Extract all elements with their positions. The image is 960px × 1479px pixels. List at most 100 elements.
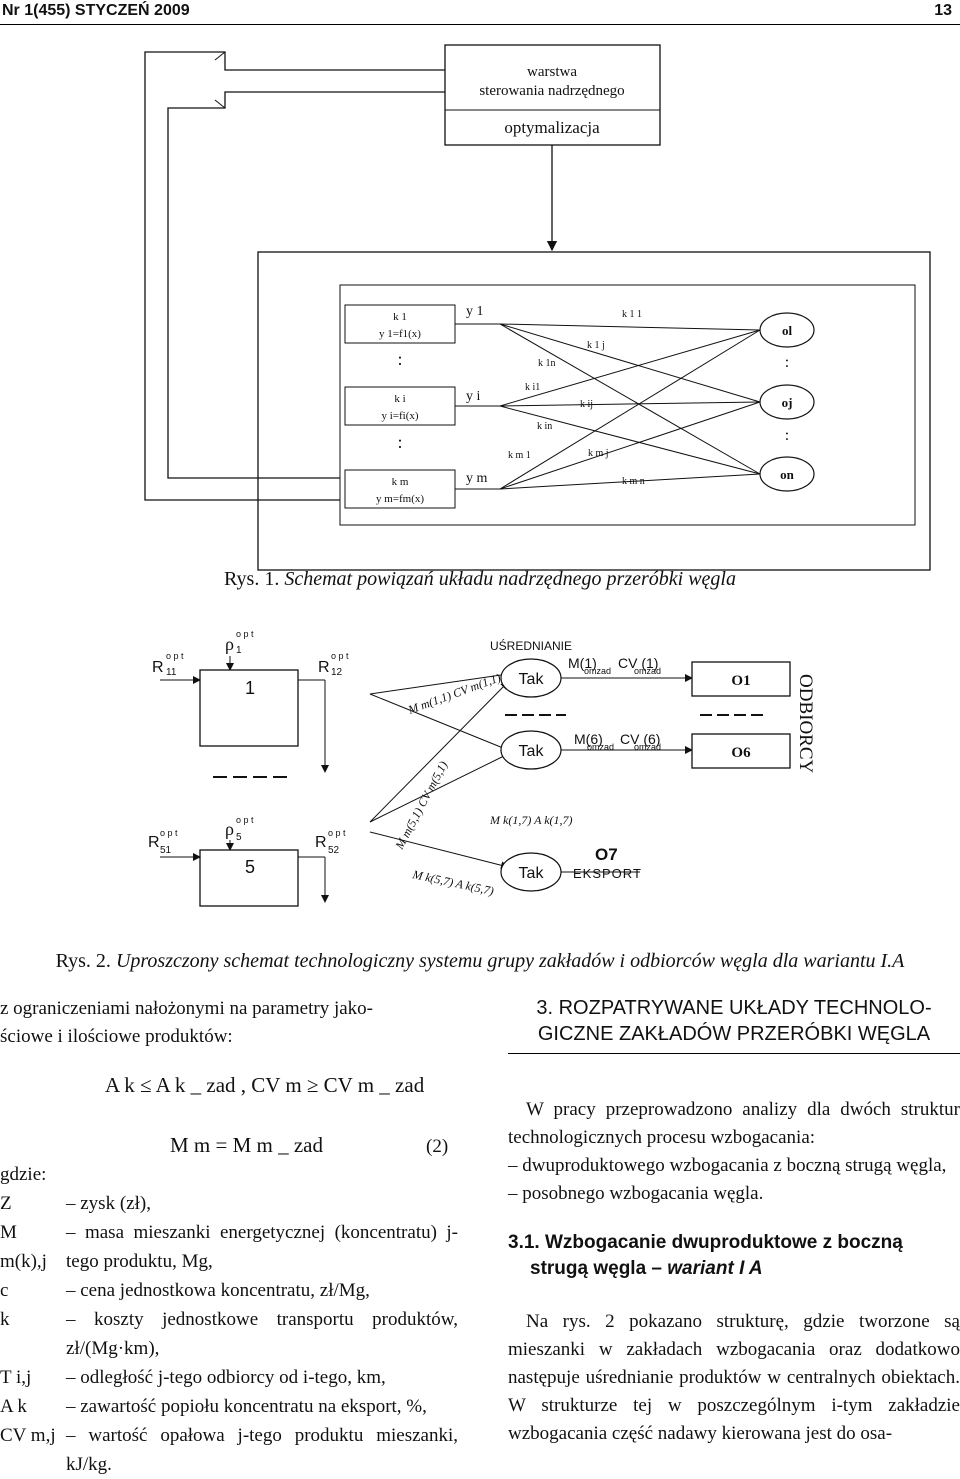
issue-label: Nr 1(455) STYCZEŃ 2009 <box>2 2 190 19</box>
control-layer-line1: warstwa <box>527 64 577 80</box>
feedback-arrow <box>144 51 445 501</box>
definition-text: – zawartość popiołu koncentratu na ekspo… <box>66 1396 427 1417</box>
svg-text:o p t: o p t <box>166 651 184 661</box>
bullet-1: – dwuproduktowego wzbogacania z boczną s… <box>508 1155 947 1176</box>
svg-text:5: 5 <box>245 857 255 877</box>
svg-text:M(1): M(1) <box>568 655 597 671</box>
svg-text:o p t: o p t <box>236 629 254 639</box>
link-kmj: k m j <box>588 448 609 459</box>
svg-text:51: 51 <box>160 845 172 856</box>
link-km1: k m 1 <box>508 450 531 461</box>
definition-symbol: T i,j <box>0 1367 32 1388</box>
averaging-label: UŚREDNIANIE <box>490 638 572 653</box>
link-k1n: k 1n <box>538 358 556 369</box>
svg-text:o p t: o p t <box>331 651 349 661</box>
unit-dots-2: : <box>397 432 402 452</box>
rho1-label: ρ <box>225 634 234 654</box>
definition-text: – koszty jednostkowe transportu produktó… <box>66 1309 458 1359</box>
flow-51-label: M m(5,1) CV m(5,1) <box>392 759 451 852</box>
svg-text:Tak: Tak <box>519 671 545 688</box>
svg-text:CV (6): CV (6) <box>620 731 660 747</box>
output-ym: y m <box>466 471 488 486</box>
definition-symbol: CV m,j <box>0 1425 56 1446</box>
gdzie-label: gdzie: <box>0 1164 47 1185</box>
optimization-label: optymalizacja <box>504 118 600 137</box>
formulas: A k ≤ A k _ zad , CV m ≥ CV m _ zad M m … <box>105 1073 448 1157</box>
svg-text:omzad: omzad <box>587 742 614 752</box>
definition-text: – odległość j-tego odbiorcy od i-tego, k… <box>66 1367 386 1388</box>
definition-row: c – cena jednostkowa koncentratu, zł/Mg, <box>0 1276 458 1305</box>
svg-text:oj: oj <box>782 395 793 410</box>
definition-row: M m(k),j– masa mieszanki energetycznej (… <box>0 1218 458 1276</box>
definition-row: k – koszty jednostkowe transportu produkt… <box>0 1305 458 1363</box>
link-k1j: k 1 j <box>587 340 605 351</box>
svg-text::: : <box>785 354 789 371</box>
svg-text:omzad: omzad <box>584 666 611 676</box>
r52-label: R <box>315 834 327 851</box>
svg-text:M(6): M(6) <box>574 731 603 747</box>
r11-label: R <box>152 659 164 676</box>
unit-i-box <box>344 386 456 426</box>
receiver-o1-box <box>691 661 791 697</box>
link-ki1: k i1 <box>525 382 540 393</box>
svg-text:11: 11 <box>166 667 177 678</box>
svg-text:12: 12 <box>331 667 343 678</box>
receiver-o6-box <box>691 733 791 769</box>
figure-1-diagram: warstwa sterowania nadrzędnego optymaliz… <box>144 44 931 571</box>
flow-11-label: M m(1,1) CV m(1,1) <box>405 670 502 717</box>
export-label: EKSPORT <box>573 866 642 881</box>
svg-text:5: 5 <box>236 832 242 843</box>
plant-5-box <box>199 849 299 907</box>
svg-text:o p t: o p t <box>160 828 178 838</box>
svg-text:52: 52 <box>328 845 340 856</box>
svg-text:omzad: omzad <box>634 666 661 676</box>
left-column: z ograniczeniami nałożonymi na parametry… <box>0 995 458 1051</box>
svg-text:o p t: o p t <box>236 815 254 825</box>
link-kin: k in <box>537 421 552 432</box>
svg-text:O1: O1 <box>731 673 750 689</box>
figure-2-diagram: R o p t 11 ρ o p t 1 1 R o p t 12 R o p … <box>148 629 816 907</box>
bullet-list: – dwuproduktowego wzbogacania z boczną s… <box>508 1152 960 1208</box>
svg-text:o p t: o p t <box>328 828 346 838</box>
rho5-label: ρ <box>225 819 234 839</box>
unit-1-f: y 1=f1(x) <box>379 328 421 340</box>
page-header: Nr 1(455) STYCZEŃ 2009 13 <box>0 0 960 26</box>
receiver-on <box>759 456 815 492</box>
unit-m-box <box>344 469 456 509</box>
receivers-vertical-label: ODBIORCY <box>795 674 816 774</box>
link-k11: k 1 1 <box>622 309 642 320</box>
output-y1: y 1 <box>466 304 484 319</box>
control-layer-line2: sterowania nadrzędnego <box>479 83 624 99</box>
paragraph-2: Na rys. 2 pokazano strukturę, gdzie twor… <box>508 1311 960 1444</box>
figure-1-caption: Rys. 1. Schemat powiązań układu nadrzędn… <box>224 568 736 590</box>
definition-text: – masa mieszanki energetycznej (koncentr… <box>66 1222 458 1272</box>
page-number: 13 <box>934 2 952 19</box>
definition-row: T i,j – odległość j-tego odbiorcy od i-te… <box>0 1363 458 1392</box>
bullet-2: – posobnego wzbogacania węgla. <box>508 1183 764 1204</box>
plant-1-box <box>199 669 299 747</box>
definition-symbol: k <box>0 1309 10 1330</box>
output-yi: y i <box>466 389 481 404</box>
flow-57-label: M k(5,7) A k(5,7) <box>410 867 495 898</box>
svg-text:O6: O6 <box>731 745 751 761</box>
svg-text:Tak: Tak <box>519 865 545 882</box>
intro-text: z ograniczeniami nałożonymi na parametry… <box>0 998 373 1047</box>
formula-1: A k ≤ A k _ zad , CV m ≥ CV m _ zad <box>105 1073 425 1097</box>
svg-text:Tak: Tak <box>519 743 545 760</box>
r12-label: R <box>318 659 330 676</box>
definition-text: – wartość opałowa j-tego produktu miesza… <box>66 1425 458 1475</box>
system-box <box>257 251 931 571</box>
section-title: 3. ROZPATRYWANE UKŁADY TECHNOLO- GICZNE … <box>508 995 960 1054</box>
unit-1-k: k 1 <box>393 311 407 323</box>
flow-17-label: M k(1,7) A k(1,7) <box>489 813 573 827</box>
link-kij: k ij <box>580 399 593 410</box>
svg-text::: : <box>785 427 789 444</box>
definition-text: – cena jednostkowa koncentratu, zł/Mg, <box>66 1280 370 1301</box>
header-rule <box>0 24 960 25</box>
receiver-ol <box>759 312 815 348</box>
unit-dots-1: : <box>397 349 402 369</box>
definition-symbol: c <box>0 1280 9 1301</box>
definitions: gdzie: Z– zysk (zł),M m(k),j– masa miesz… <box>0 1160 458 1479</box>
unit-m-k: k m <box>392 476 409 488</box>
right-column: 3. ROZPATRYWANE UKŁADY TECHNOLO- GICZNE … <box>508 995 960 1448</box>
